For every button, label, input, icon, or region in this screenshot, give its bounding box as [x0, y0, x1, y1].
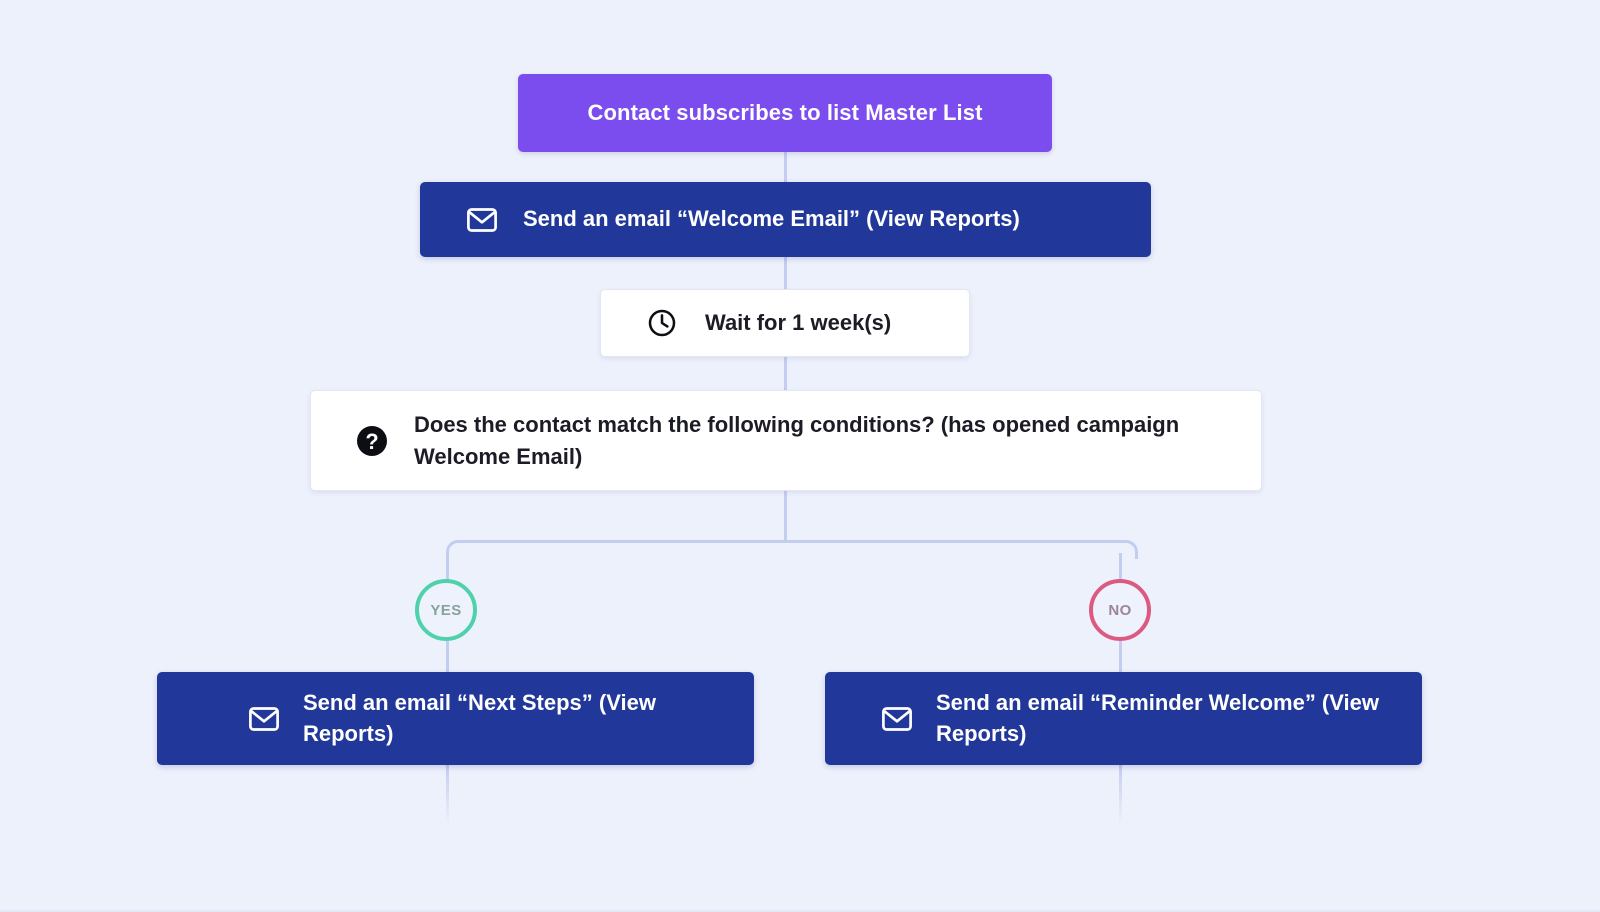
envelope-icon — [247, 702, 281, 736]
connector-corner-right — [1119, 540, 1138, 559]
canvas-bottom-divider — [0, 910, 1600, 912]
connector-yes-badge-to-node — [446, 636, 449, 672]
branch-badge-yes[interactable]: YES — [415, 579, 477, 641]
question-mark-icon: ? — [354, 423, 390, 459]
branch-badge-no-label: NO — [1108, 601, 1132, 619]
condition-label: Does the contact match the following con… — [414, 412, 1180, 469]
flow-node-condition[interactable]: ? Does the contact match the following c… — [310, 390, 1262, 491]
send-welcome-email-label: Send an email “Welcome Email” (View Repo… — [523, 206, 1020, 232]
trigger-label: Contact subscribes to list Master List — [587, 100, 983, 125]
connector-no-tail — [1119, 765, 1122, 825]
wait-label: Wait for 1 week(s) — [705, 310, 892, 336]
svg-text:?: ? — [365, 428, 378, 453]
flow-node-send-welcome-email[interactable]: Send an email “Welcome Email” (View Repo… — [420, 182, 1151, 257]
connector-condition-split-stem — [784, 491, 787, 543]
connector-corner-left — [446, 540, 465, 559]
flow-node-trigger[interactable]: Contact subscribes to list Master List — [518, 74, 1052, 152]
flow-node-send-reminder-welcome-email[interactable]: Send an email “Reminder Welcome” (View R… — [825, 672, 1422, 765]
connector-no-badge-to-node — [1119, 636, 1122, 672]
clock-icon — [646, 307, 678, 339]
send-reminder-welcome-email-label: Send an email “Reminder Welcome” (View R… — [936, 690, 1379, 746]
branch-badge-yes-label: YES — [430, 601, 462, 619]
connector-trigger-to-welcome-email — [784, 152, 787, 182]
connector-to-yes-badge — [446, 553, 449, 586]
send-next-steps-email-label: Send an email “Next Steps” (View Reports… — [303, 690, 656, 746]
connector-to-no-badge — [1119, 553, 1122, 586]
connector-branch-horizontal — [460, 540, 1120, 543]
envelope-icon — [880, 702, 914, 736]
flow-node-send-next-steps-email[interactable]: Send an email “Next Steps” (View Reports… — [157, 672, 754, 765]
envelope-icon — [465, 203, 499, 237]
connector-yes-tail — [446, 765, 449, 825]
connector-wait-to-condition — [784, 357, 787, 390]
connector-welcome-email-to-wait — [784, 257, 787, 289]
branch-badge-no[interactable]: NO — [1089, 579, 1151, 641]
flow-node-wait[interactable]: Wait for 1 week(s) — [600, 289, 970, 357]
